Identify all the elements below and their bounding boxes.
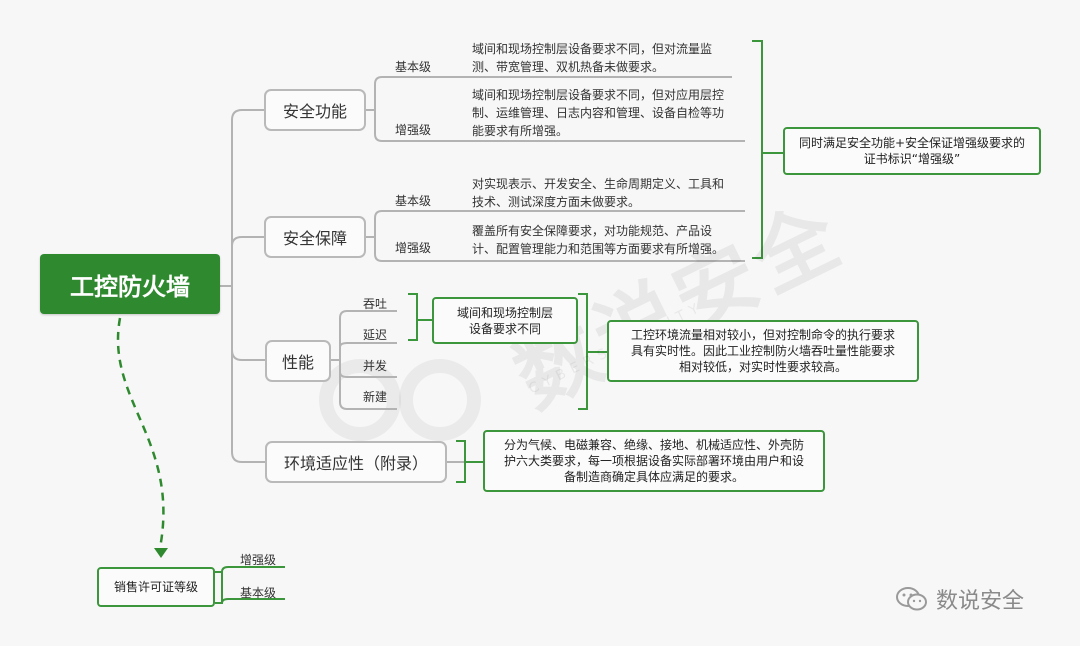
- perf-same-req-box: 域间和现场控制层设备要求不同: [432, 297, 578, 344]
- perf-item-throughput: 吞吐: [363, 297, 388, 311]
- sales-item-basic: 基本级: [240, 586, 277, 600]
- watermark-logo: [319, 359, 481, 441]
- node-performance: 性能: [265, 340, 331, 382]
- node-environment: 环境适应性（附录）: [265, 441, 447, 483]
- label-enhanced-level-2: 增强级: [395, 241, 432, 255]
- sales-license-box: 销售许可证等级: [97, 567, 215, 607]
- desc-sec-assure-basic: 对实现表示、开发安全、生命周期定义、工具和技术、测试深度方面未做要求。: [472, 177, 725, 209]
- sales-item-enhanced: 增强级: [240, 553, 277, 567]
- node-security-assurance: 安全保障: [264, 216, 366, 258]
- perf-item-new-connections: 新建: [363, 390, 388, 404]
- node-security-function: 安全功能: [264, 89, 366, 131]
- footer-brand: 数说安全: [896, 582, 1056, 616]
- dashed-arrow: [116, 317, 165, 549]
- env-note-box: 分为气候、电磁兼容、绝缘、接地、机械适应性、外壳防护六大类要求，每一项根据设备实…: [483, 430, 825, 492]
- desc-sec-assure-enhanced: 覆盖所有安全保障要求，对功能规范、产品设计、配置管理能力和范围等方面要求有所增强…: [472, 224, 725, 256]
- label-basic-level-2: 基本级: [395, 194, 432, 208]
- perf-note-box: 工控环境流量相对较小，但对控制命令的执行要求具有实时性。因此工业控制防火墙吞吐量…: [607, 320, 919, 382]
- perf-item-latency: 延迟: [363, 328, 388, 342]
- cert-note-box: 同时满足安全功能+安全保证增强级要求的证书标识“增强级”: [783, 127, 1041, 175]
- arrow-head: [154, 548, 168, 558]
- desc-sec-func-enhanced: 域间和现场控制层设备要求不同，但对应用层控制、运维管理、日志内容和管理、设备自检…: [472, 88, 725, 138]
- footer-brand-text: 数说安全: [936, 589, 1025, 614]
- root-node: 工控防火墙: [40, 254, 220, 314]
- wechat-icon: [896, 587, 927, 611]
- desc-sec-func-basic: 域间和现场控制层设备要求不同，但对流量监测、带宽管理、双机热备未做要求。: [472, 42, 713, 74]
- perf-item-concurrency: 并发: [363, 359, 388, 373]
- label-basic-level-1: 基本级: [395, 60, 432, 74]
- label-enhanced-level-1: 增强级: [395, 123, 432, 137]
